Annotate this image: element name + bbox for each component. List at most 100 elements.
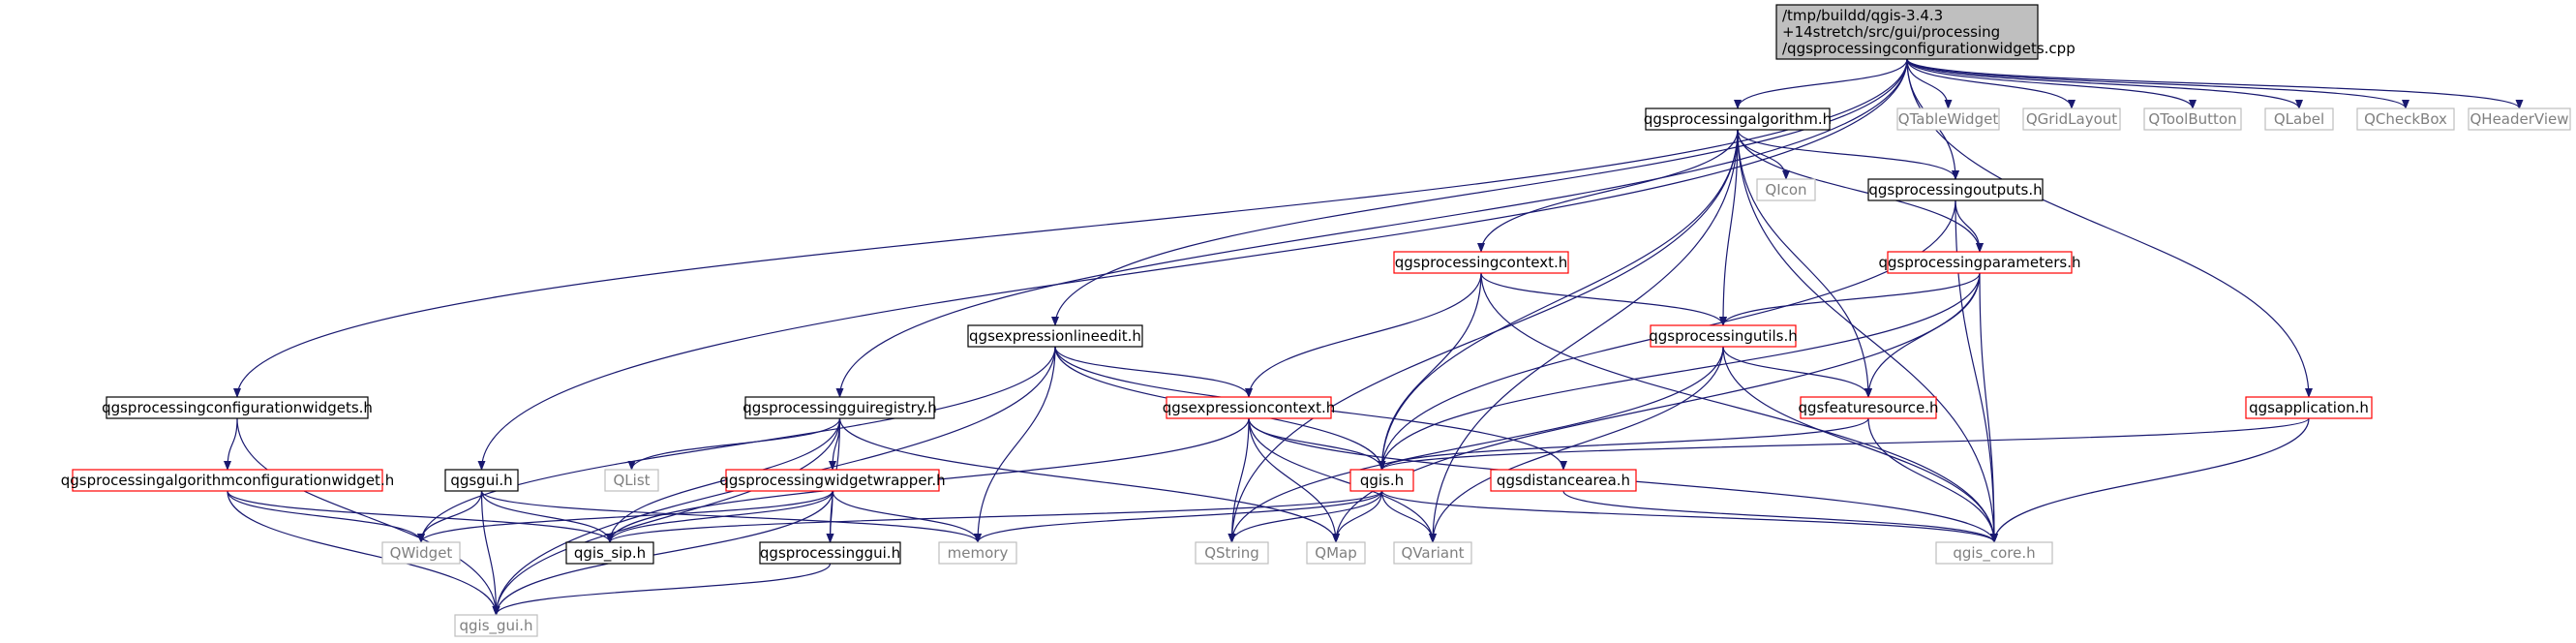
node-algconf[interactable]: qgsprocessingalgorithmconfigurationwidge… <box>61 469 394 492</box>
node-box-qstring <box>1195 541 1269 565</box>
edge-root-to-qcheckbox <box>1906 58 2409 109</box>
node-qheaderview: QHeaderView <box>2468 107 2571 131</box>
edge-root-to-qheaderview <box>1906 58 2524 109</box>
edge-guireg-to-qlist <box>627 417 841 471</box>
node-box-qgsgui <box>444 469 519 492</box>
node-confwidgets[interactable]: qgsprocessingconfigurationwidgets.h <box>102 396 373 419</box>
node-label-algconf: qgsprocessingalgorithmconfigurationwidge… <box>61 472 394 489</box>
node-label-wrapper: qgsprocessingwidgetwrapper.h <box>719 472 945 489</box>
edge-confwidgets-to-guih <box>236 417 500 616</box>
node-distarea[interactable]: qgsdistancearea.h <box>1490 469 1637 492</box>
node-params[interactable]: qgsprocessingparameters.h <box>1879 251 2081 274</box>
node-label-qvariant: QVariant <box>1401 544 1464 562</box>
node-box-qgridlayout <box>2022 107 2121 131</box>
edge-utils-to-featsrc <box>1722 346 1872 398</box>
node-box-qtablewidget <box>1896 107 2000 131</box>
edge-alg-to-featsrc <box>1737 129 1872 398</box>
edge-root-to-qgridlayout <box>1906 58 2076 109</box>
node-label-exprline: qgsexpressionlineedit.h <box>969 327 1141 345</box>
edge-qgsgui-to-sip <box>480 490 614 543</box>
node-box-params <box>1887 251 2073 274</box>
edge-utils-to-core <box>1722 346 1998 543</box>
node-root[interactable]: /tmp/buildd/qgis-3.4.3+14stretch/src/gui… <box>1775 4 2076 60</box>
edge-wrapper-to-procgui <box>826 490 834 543</box>
node-box-outputs <box>1867 178 2044 201</box>
node-outputs[interactable]: qgsprocessingoutputs.h <box>1867 178 2044 201</box>
edge-params-to-core <box>1979 272 1998 543</box>
edge-exprline-to-qwidget <box>417 346 1056 543</box>
node-label-context: qgsprocessingcontext.h <box>1395 254 1568 271</box>
node-box-guih <box>454 614 538 637</box>
node-label-procgui: qgsprocessinggui.h <box>760 544 900 562</box>
node-qgsgui[interactable]: qgsgui.h <box>444 469 519 492</box>
node-sip[interactable]: qgis_sip.h <box>565 541 654 565</box>
node-guireg[interactable]: qgsprocessingguiregistry.h <box>742 396 937 419</box>
node-exprctx[interactable]: qgsexpressioncontext.h <box>1163 396 1336 419</box>
node-label-qheaderview: QHeaderView <box>2470 110 2568 128</box>
edge-qgis-to-qvariant <box>1380 490 1437 543</box>
node-qmap: QMap <box>1306 541 1366 565</box>
node-label-outputs: qgsprocessingoutputs.h <box>1868 181 2042 199</box>
node-label-qlist: QList <box>613 472 650 489</box>
edge-root-to-guireg <box>835 58 1908 398</box>
edge-context-to-exprctx <box>1245 272 1482 398</box>
node-qlabel: QLabel <box>2264 107 2334 131</box>
edge-alg-to-utils <box>1719 129 1739 326</box>
node-qwidget: QWidget <box>381 541 461 565</box>
node-label-guireg: qgsprocessingguiregistry.h <box>742 399 937 416</box>
node-app[interactable]: qgsapplication.h <box>2245 396 2373 419</box>
node-qlist: QList <box>604 469 659 492</box>
node-qvariant: QVariant <box>1393 541 1472 565</box>
node-label-qtoolbutton: QToolButton <box>2148 110 2236 128</box>
node-label-utils: qgsprocessingutils.h <box>1649 327 1798 345</box>
edge-procgui-to-guih <box>492 563 832 616</box>
node-box-qvariant <box>1393 541 1472 565</box>
edge-params-to-utils <box>1719 272 1981 326</box>
node-label-params: qgsprocessingparameters.h <box>1879 254 2081 271</box>
edge-context-to-utils <box>1480 272 1727 326</box>
edge-guireg-to-sip <box>606 417 841 543</box>
edge-root-to-exprline <box>1051 58 1908 326</box>
node-box-distarea <box>1490 469 1637 492</box>
node-label-qgis: qgis.h <box>1360 472 1404 489</box>
edge-wrapper-to-memory <box>832 490 982 543</box>
node-box-root <box>1775 4 2039 60</box>
edge-exprline-to-memory <box>974 346 1056 543</box>
edge-qgsgui-to-memory <box>480 490 982 543</box>
node-box-wrapper <box>725 469 940 492</box>
node-featsrc[interactable]: qgsfeaturesource.h <box>1798 396 1939 419</box>
edge-distarea-to-core <box>1562 490 1998 543</box>
edge-root-to-qtablewidget <box>1906 58 1953 109</box>
edge-guireg-to-qmap <box>838 417 1340 543</box>
edge-qgis-to-memory <box>974 490 1383 543</box>
edge-alg-to-outputs <box>1737 129 1959 180</box>
node-box-confwidgets <box>106 396 369 419</box>
node-box-featsrc <box>1800 396 1937 419</box>
node-alg[interactable]: qgsprocessingalgorithm.h <box>1644 107 1832 131</box>
edge-app-to-core <box>1990 417 2310 543</box>
edge-root-to-qtoolbutton <box>1906 58 2197 109</box>
edge-context-to-core <box>1480 272 1998 543</box>
node-label-core: qgis_core.h <box>1953 544 2035 563</box>
node-label-qtablewidget: QTableWidget <box>1898 110 1999 128</box>
node-context[interactable]: qgsprocessingcontext.h <box>1393 251 1569 274</box>
node-box-app <box>2245 396 2373 419</box>
node-label-qgsgui: qgsgui.h <box>450 472 512 489</box>
edge-outputs-to-params <box>1955 199 1984 253</box>
node-qgis[interactable]: qgis.h <box>1349 469 1414 492</box>
node-utils[interactable]: qgsprocessingutils.h <box>1649 324 1798 348</box>
node-procgui[interactable]: qgsprocessinggui.h <box>759 541 901 565</box>
edge-exprctx-to-qmap <box>1248 417 1340 543</box>
node-label-root-2: /qgsprocessingconfigurationwidgets.cpp <box>1782 40 2076 57</box>
node-box-qlabel <box>2264 107 2334 131</box>
node-qcheckbox: QCheckBox <box>2356 107 2455 131</box>
edge-root-to-alg <box>1734 58 1908 109</box>
node-core: qgis_core.h <box>1935 541 2053 565</box>
edge-exprctx-to-qvariant <box>1248 417 1437 543</box>
node-label-qstring: QString <box>1204 544 1259 562</box>
node-label-featsrc: qgsfeaturesource.h <box>1798 399 1938 416</box>
node-box-guireg <box>744 396 935 419</box>
node-exprline[interactable]: qgsexpressionlineedit.h <box>967 324 1143 348</box>
node-label-memory: memory <box>948 544 1009 562</box>
node-wrapper[interactable]: qgsprocessingwidgetwrapper.h <box>719 469 946 492</box>
